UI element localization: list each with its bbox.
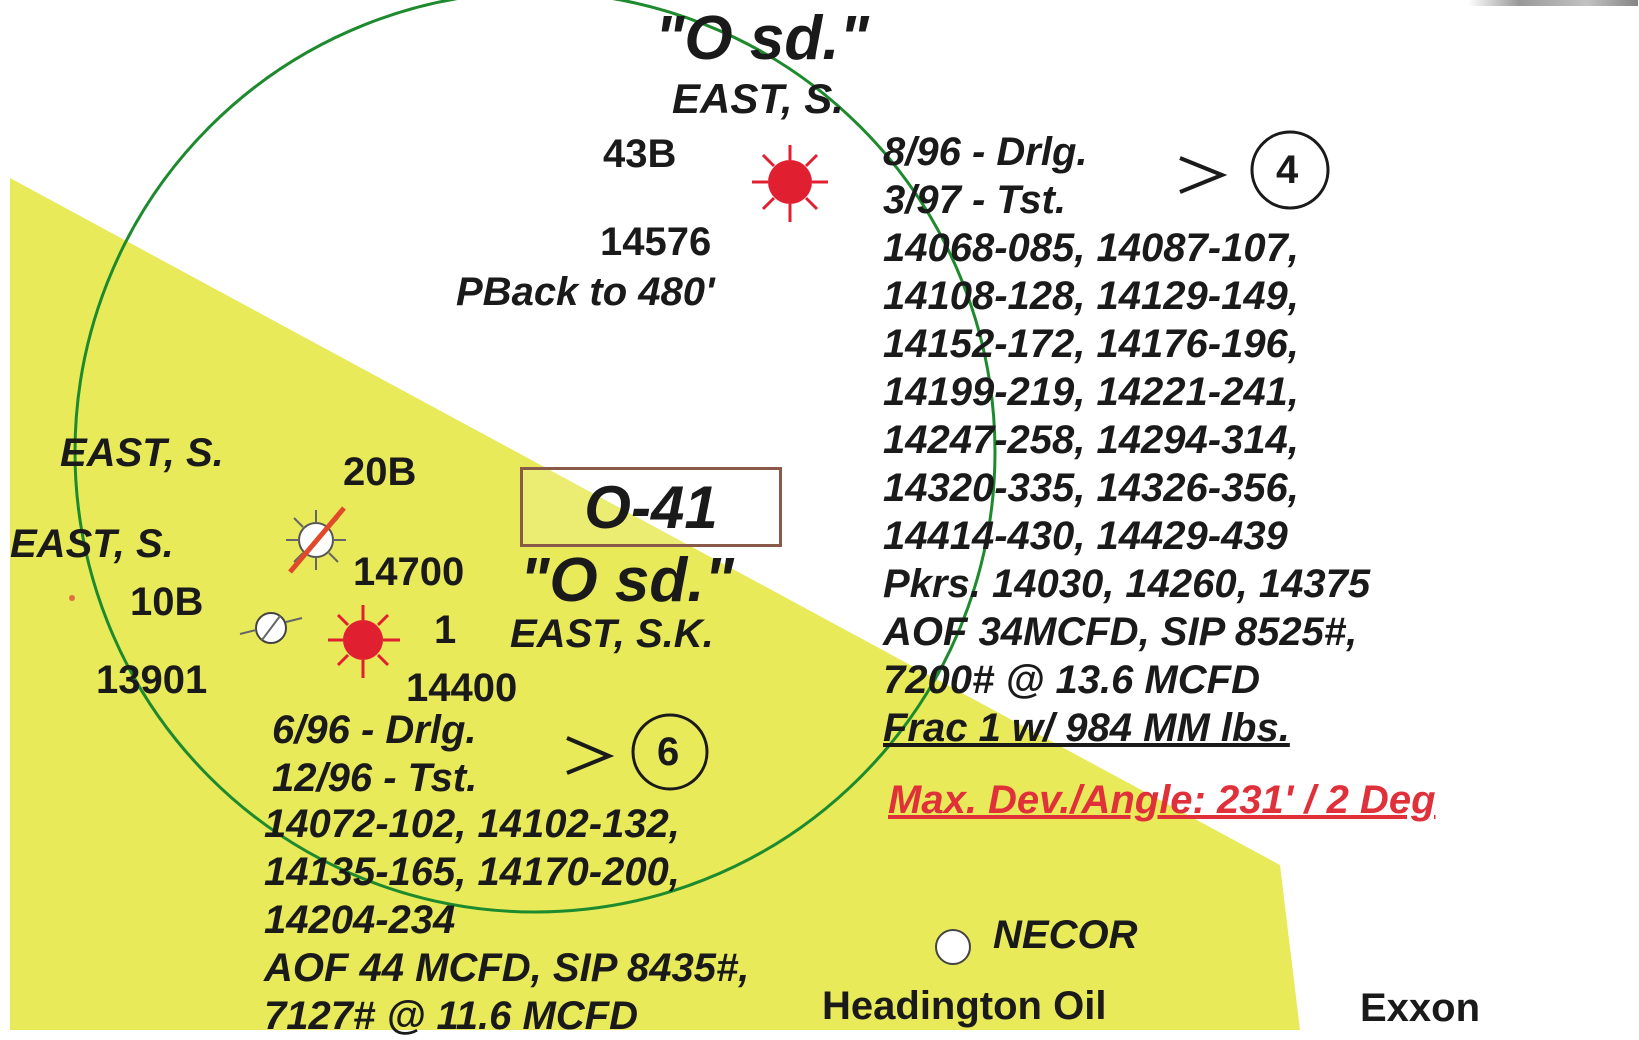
well-1-count: 6: [657, 730, 680, 774]
count-circle-43b: [1250, 130, 1330, 210]
detail-line: 14204-234: [264, 898, 456, 942]
well-20b-depth: 14700: [353, 550, 465, 594]
detail-line: 14414-430, 14429-439: [883, 514, 1288, 558]
detail-line: 14108-128, 14129-149,: [883, 274, 1299, 318]
detail-line: AOF 34MCFD, SIP 8525#,: [883, 610, 1358, 654]
well-1-drlg: 6/96 - Drlg.: [272, 708, 477, 752]
radius-circle: [73, 0, 997, 914]
necor-location-symbol[interactable]: [935, 929, 971, 965]
well-20b-symbol[interactable]: [286, 506, 346, 574]
lease-field-label: EAST, S.K.: [510, 612, 714, 656]
well-1-details: 14072-102, 14102-132, 14135-165, 14170-2…: [264, 800, 749, 1040]
yellow-acreage-area: [10, 178, 1300, 1030]
well-43b-tst: 3/97 - Tst.: [883, 178, 1067, 222]
headington-operator-label: Headington Oil: [822, 984, 1107, 1028]
well-20b-name: 20B: [343, 450, 417, 494]
frac-line: Frac 1 w/ 984 MM lbs.: [883, 706, 1290, 750]
detail-line: 7127# @ 11.6 MCFD: [264, 994, 638, 1038]
well-1-depth: 14400: [406, 666, 518, 710]
well-43b-depth: 14576: [600, 220, 712, 264]
well-20b-field: EAST, S.: [60, 431, 224, 475]
detail-line: 14135-165, 14170-200,: [264, 850, 680, 894]
corner-mark: [1468, 0, 1638, 6]
max-deviation-line: Max. Dev./Angle: 231' / 2 Deg: [888, 778, 1436, 822]
well-10b-depth: 13901: [96, 658, 208, 702]
detail-line: 14152-172, 14176-196,: [883, 322, 1299, 366]
red-dot-marker: [69, 595, 75, 601]
lease-sand-label: "O sd.": [520, 546, 734, 615]
count-circle-well-1: [631, 713, 709, 791]
well-43b-symbol[interactable]: [752, 145, 828, 222]
lease-box[interactable]: O-41: [520, 467, 782, 547]
well-10b-field: EAST, S.: [10, 522, 174, 566]
well-10b-symbol[interactable]: [239, 612, 303, 644]
top-field-label: EAST, S.: [672, 75, 844, 122]
well-43b-count: 4: [1276, 148, 1299, 192]
well-43b-name: 43B: [603, 132, 677, 176]
well-1-name: 1: [434, 608, 457, 652]
exxon-operator-label: Exxon: [1360, 986, 1481, 1030]
detail-line: 14068-085, 14087-107,: [883, 226, 1299, 270]
well-1-symbol[interactable]: [328, 605, 400, 678]
detail-line: 14199-219, 14221-241,: [883, 370, 1299, 414]
well-10b-name: 10B: [130, 580, 204, 624]
detail-line: AOF 44 MCFD, SIP 8435#,: [264, 946, 750, 990]
necor-label: NECOR: [993, 913, 1138, 957]
detail-line: 7200# @ 13.6 MCFD: [883, 658, 1260, 702]
detail-line: 14320-335, 14326-356,: [883, 466, 1299, 510]
well-43b-details: 14068-085, 14087-107, 14108-128, 14129-1…: [883, 224, 1370, 752]
arrow-43b: [1179, 156, 1228, 194]
detail-line: Pkrs. 14030, 14260, 14375: [883, 562, 1371, 606]
detail-line: 14247-258, 14294-314,: [883, 418, 1299, 462]
top-sand-label: "O sd.": [655, 4, 869, 73]
well-43b-note: PBack to 480': [456, 270, 715, 314]
well-1-tst: 12/96 - Tst.: [272, 756, 478, 800]
arrow-well-1: [566, 736, 615, 775]
well-43b-drlg: 8/96 - Drlg.: [883, 130, 1088, 174]
detail-line: 14072-102, 14102-132,: [264, 802, 680, 846]
